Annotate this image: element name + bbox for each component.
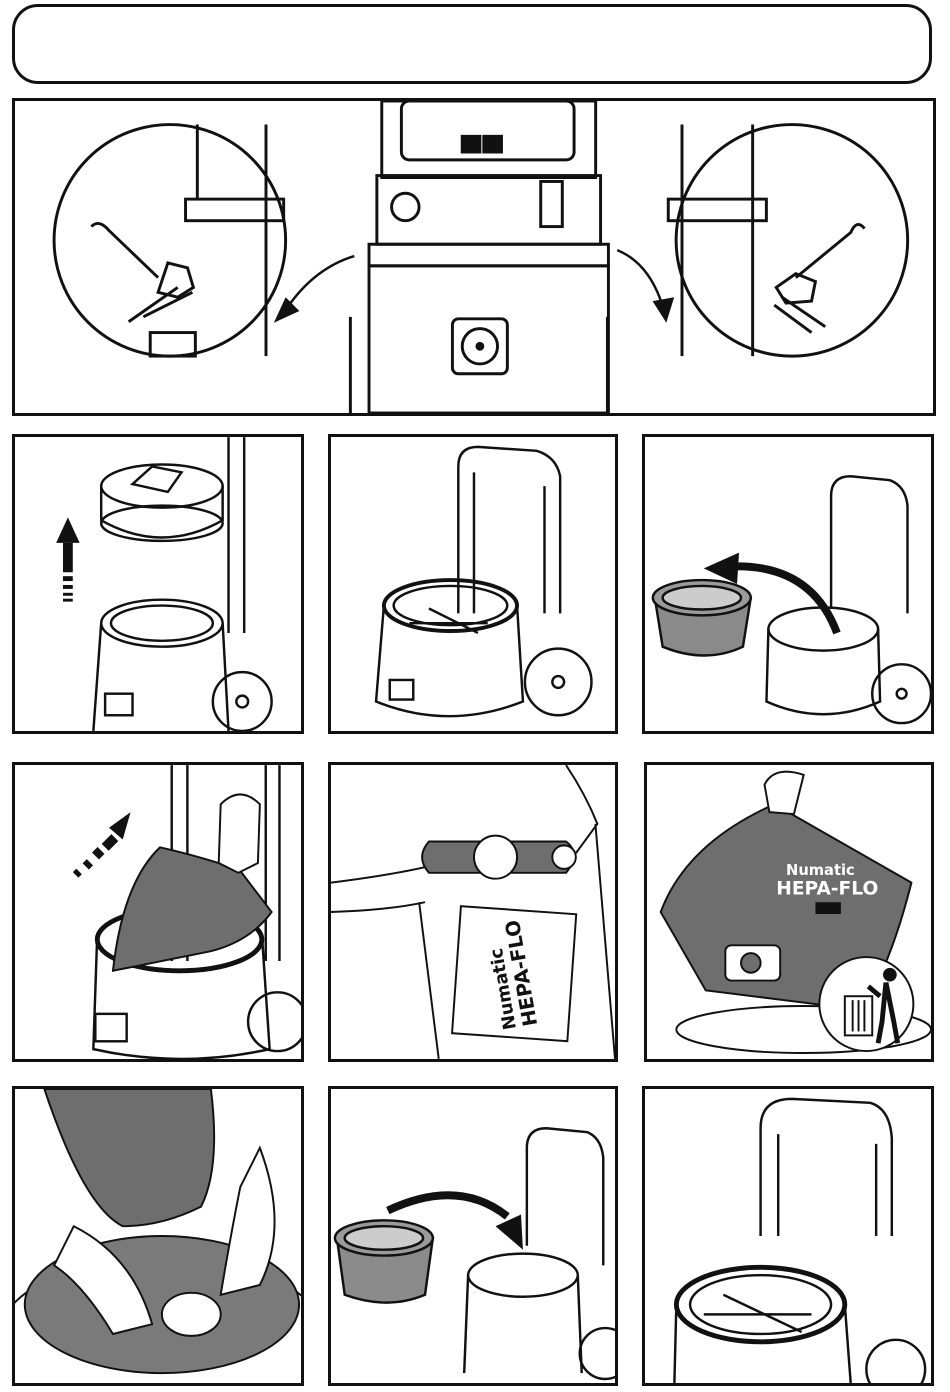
step-panel-replace-basket <box>328 1086 618 1386</box>
arrow-right-icon <box>653 297 675 323</box>
fit-new-bag-illustration <box>15 1089 301 1383</box>
brand-product-dispose: HEPA-FLO <box>776 878 878 899</box>
tank-ready-illustration <box>645 1089 931 1383</box>
basket-return <box>335 1220 433 1302</box>
arrow-left-icon <box>274 297 300 323</box>
step-panel-open-tank <box>328 434 618 734</box>
step-panel-seal-bag: Numatic HEPA-FLO <box>328 762 618 1062</box>
step-panel-remove-basket <box>642 434 934 734</box>
step-panel-lift-head <box>12 434 304 734</box>
step-panel-release-clips <box>12 98 936 416</box>
lift-up-arrow-icon <box>63 543 73 602</box>
lift-head-illustration <box>15 437 301 731</box>
step-panel-fit-new-bag <box>12 1086 304 1386</box>
seal-bag-illustration: Numatic HEPA-FLO <box>331 765 615 1059</box>
tank-icon <box>674 1099 925 1383</box>
replace-basket-illustration <box>331 1089 615 1383</box>
step-panel-pull-out-bag <box>12 762 304 1062</box>
remove-basket-illustration <box>645 437 931 731</box>
dispose-bag-illustration: Numatic HEPA-FLO <box>647 765 931 1059</box>
curved-arrow-right-icon <box>388 1195 507 1216</box>
title-bar <box>12 4 932 84</box>
open-tank-illustration <box>331 437 615 731</box>
basket <box>653 580 751 655</box>
pull-out-bag-illustration <box>15 765 301 1059</box>
step-panel-dispose-bag: Numatic HEPA-FLO <box>644 762 934 1062</box>
brand-name-dispose: Numatic <box>786 862 855 879</box>
step-panel-tank-ready <box>642 1086 934 1386</box>
clip-release-illustration <box>15 101 933 413</box>
